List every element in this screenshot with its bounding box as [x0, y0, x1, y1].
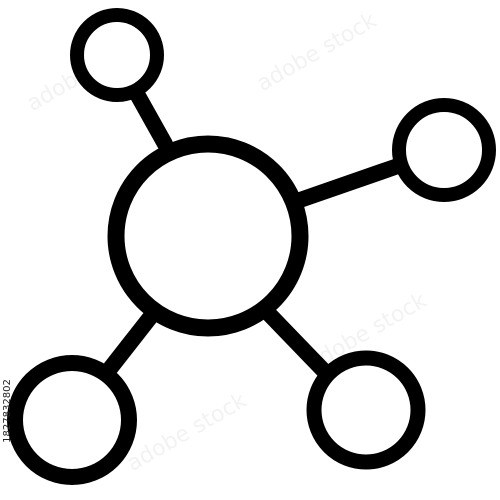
connector-bottom-right	[262, 307, 333, 380]
node-bottom-left	[7, 355, 137, 485]
stock-id-strip: 1827832802	[0, 356, 16, 466]
connector-right	[292, 159, 403, 208]
stock-image-id: 1827832802	[2, 379, 13, 443]
node-top-left	[70, 8, 164, 102]
connector-top-left	[129, 86, 173, 152]
node-bottom-right	[306, 350, 426, 470]
hub-node	[107, 135, 309, 337]
connector-bottom-left	[97, 307, 160, 383]
node-right	[392, 98, 496, 202]
